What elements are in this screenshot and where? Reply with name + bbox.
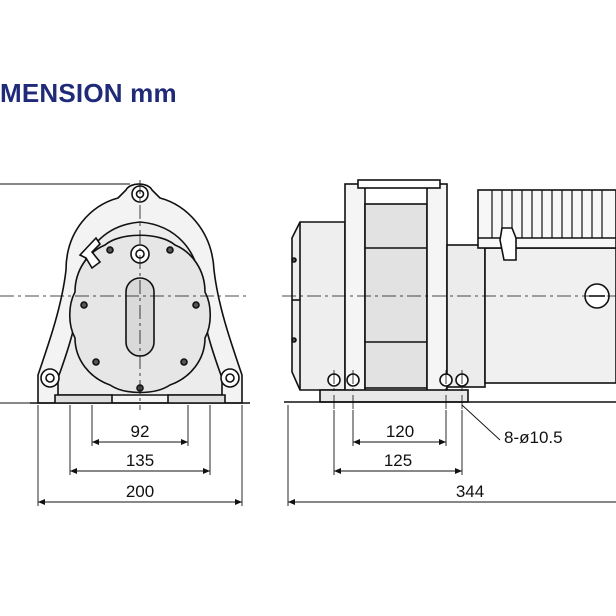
dim-135: 135 xyxy=(126,451,154,470)
motor-body xyxy=(484,247,616,384)
control-box xyxy=(477,189,616,249)
front-extension-lines xyxy=(0,183,243,506)
side-dimension-lines xyxy=(288,439,616,505)
side-extension-lines xyxy=(287,404,501,506)
dim-92: 92 xyxy=(131,422,150,441)
side-view xyxy=(284,179,616,403)
dim-200: 200 xyxy=(126,482,154,501)
dim-hole-callout: 8-ø10.5 xyxy=(504,428,563,447)
front-dimension-lines xyxy=(38,439,242,505)
side-centerlines xyxy=(282,295,616,410)
front-feet xyxy=(54,394,226,403)
left-flange xyxy=(344,183,366,397)
dim-344: 344 xyxy=(456,482,484,501)
dim-120: 120 xyxy=(386,422,414,441)
page-title: MENSION mm xyxy=(0,78,177,108)
front-centerlines xyxy=(0,180,250,410)
clutch-lever-icon xyxy=(499,227,517,261)
dim-125: 125 xyxy=(384,451,412,470)
rotation-arrow-icon xyxy=(78,236,102,270)
right-flange xyxy=(426,183,448,397)
motor-adapter xyxy=(446,244,486,388)
